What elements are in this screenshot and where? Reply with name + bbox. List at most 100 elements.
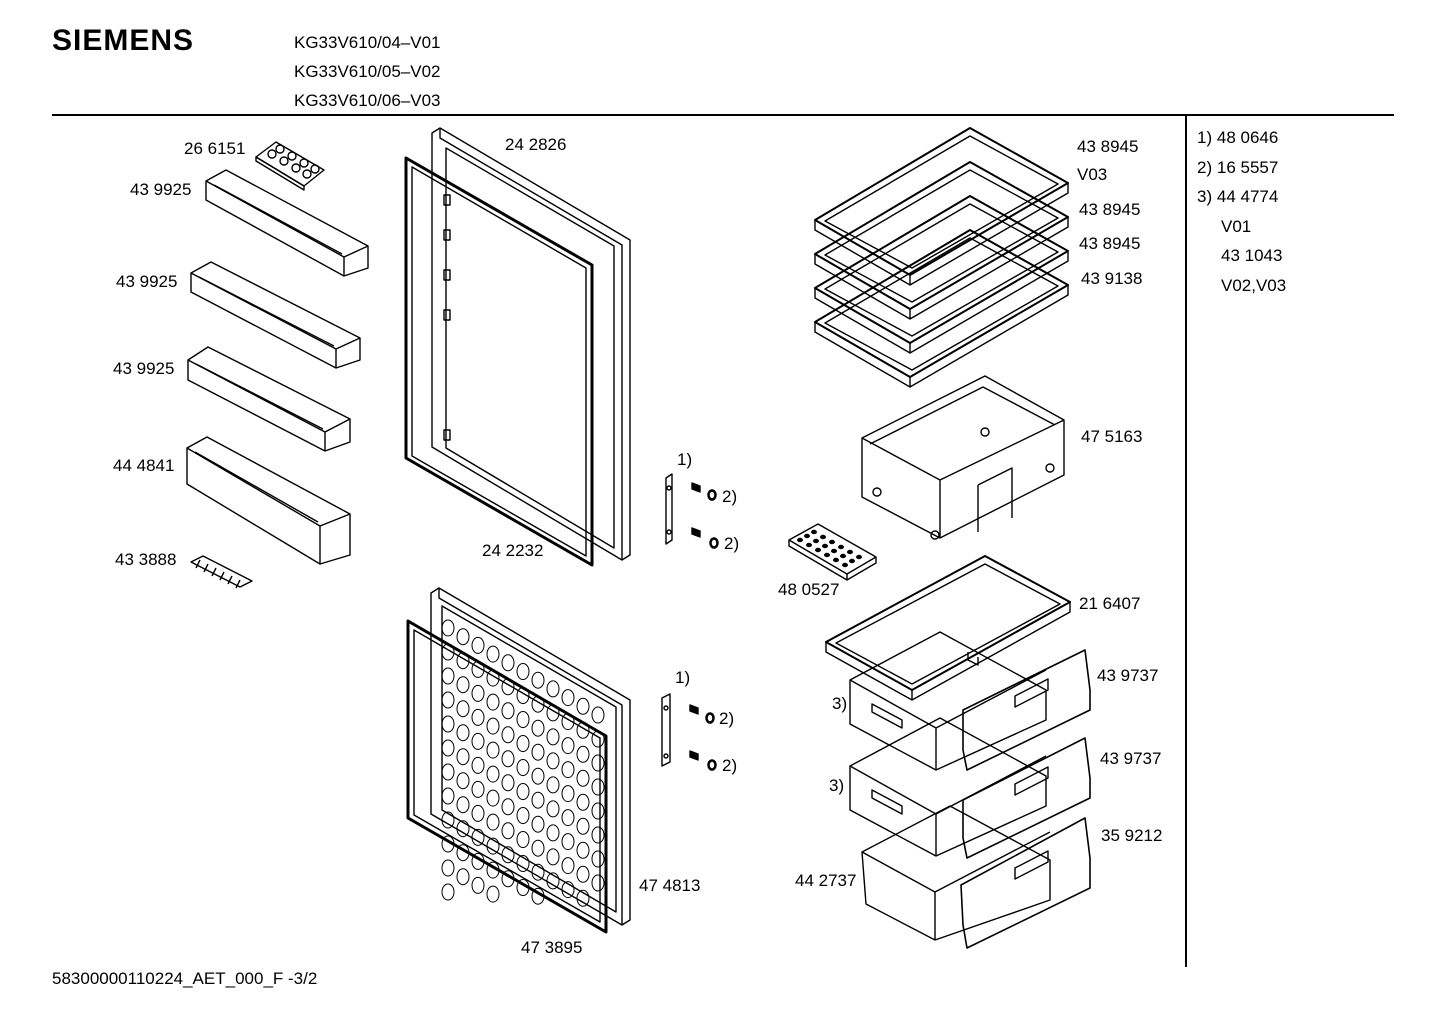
dimple-mark [532, 792, 544, 808]
model-list: KG33V610/04–V01 KG33V610/05–V02 KG33V610… [294, 28, 441, 115]
dimple-mark [472, 805, 484, 821]
dimple-mark [442, 764, 454, 780]
dimple-mark [502, 655, 514, 671]
screw-icon [690, 705, 716, 770]
part-ref-label: 3) [832, 694, 848, 713]
dimple-mark [487, 766, 499, 782]
part-label: 43 9737 [1097, 666, 1159, 685]
ice-cell-mark [838, 544, 844, 550]
part-ref-label: 2) [719, 709, 735, 728]
dimple-mark [442, 692, 454, 708]
hinge-bracket [662, 694, 670, 766]
part-label: 43 8945 [1077, 137, 1139, 156]
dimple-mark [472, 733, 484, 749]
dimple-mark [547, 873, 559, 889]
legend-panel: 1) 48 0646 2) 16 5557 3) 44 4774 V01 43 … [1197, 123, 1286, 300]
dimple-mark [517, 832, 529, 848]
dimple-mark [517, 736, 529, 752]
ice-cell-mark [829, 539, 835, 545]
dimple-mark [472, 709, 484, 725]
legend-item: 1) 48 0646 [1197, 128, 1279, 147]
dimple-mark [472, 685, 484, 701]
dimple-mark [547, 825, 559, 841]
dimple-mark [577, 746, 589, 762]
dimple-mark [592, 851, 604, 867]
legend-note: V02,V03 [1221, 275, 1287, 295]
freezer-drawer-large [862, 806, 1090, 948]
part-label: 21 6407 [1079, 594, 1141, 613]
header-divider [52, 114, 1394, 116]
ice-cell-mark [831, 548, 837, 554]
dimple-mark [547, 777, 559, 793]
dimple-mark [577, 698, 589, 714]
part-label: 44 2737 [795, 871, 857, 890]
dimple-mark [502, 727, 514, 743]
dimple-mark [487, 814, 499, 830]
ice-cell-mark [811, 529, 817, 535]
part-label: 24 2232 [482, 541, 544, 560]
ice-cell-mark [842, 562, 848, 568]
dimple-mark [502, 751, 514, 767]
dimple-mark [532, 672, 544, 688]
door-shelf [187, 437, 350, 564]
glass-shelf [815, 196, 1068, 353]
dimple-mark [562, 690, 574, 706]
dimple-mark [442, 668, 454, 684]
ice-cell-mark [847, 549, 853, 555]
dimple-mark [532, 720, 544, 736]
dimple-mark [592, 707, 604, 723]
dimple-mark [457, 701, 469, 717]
dimple-mark [592, 827, 604, 843]
part-label: 24 2826 [505, 135, 567, 154]
bottle-clip [191, 556, 252, 588]
dimple-mark [442, 620, 454, 636]
ice-cell-mark [840, 553, 846, 559]
dimple-mark [562, 762, 574, 778]
dimple-mark [547, 729, 559, 745]
part-label: 43 9925 [116, 272, 178, 291]
crisper-bin [862, 376, 1064, 539]
ice-cell-mark [806, 542, 812, 548]
ice-cell-mark [804, 533, 810, 539]
dimple-mark [592, 803, 604, 819]
door-shelf [191, 262, 360, 368]
model-number: KG33V610/05–V02 [294, 62, 441, 81]
legend-divider [1185, 116, 1187, 967]
dimple-mark [532, 768, 544, 784]
freezer-dimple-pattern [442, 620, 604, 906]
legend-note: 43 1043 [1221, 246, 1283, 265]
dimple-mark [502, 703, 514, 719]
ice-cell-mark [849, 558, 855, 564]
dimple-mark [532, 864, 544, 880]
dimple-mark [487, 790, 499, 806]
part-variant-label: V03 [1077, 165, 1108, 184]
dimple-mark [562, 882, 574, 898]
dimple-mark [487, 742, 499, 758]
dimple-mark [457, 821, 469, 837]
part-label: 44 4841 [113, 456, 175, 475]
dimple-mark [577, 818, 589, 834]
dimple-mark [472, 781, 484, 797]
egg-tray [256, 142, 324, 190]
document-id: 58300000110224_AET_000_F -3/2 [52, 969, 318, 988]
ice-cell-mark [824, 552, 830, 558]
ice-cell-mark [815, 547, 821, 553]
part-label: 43 9925 [130, 180, 192, 199]
legend-item: 3) 44 4774 [1197, 187, 1279, 206]
dimple-mark [472, 637, 484, 653]
dimple-mark [592, 779, 604, 795]
dimple-mark [487, 886, 499, 902]
dimple-mark [487, 718, 499, 734]
door-shelf [206, 170, 368, 276]
dimple-mark [532, 840, 544, 856]
dimple-mark [502, 775, 514, 791]
part-label: 47 3895 [521, 938, 583, 957]
part-label: 47 4813 [639, 876, 701, 895]
dimple-mark [502, 847, 514, 863]
dimple-mark [577, 842, 589, 858]
door-shelf [188, 347, 350, 451]
dimple-mark [457, 725, 469, 741]
dimple-mark [442, 740, 454, 756]
dimple-mark [457, 677, 469, 693]
model-number: KG33V610/04–V01 [294, 33, 441, 52]
